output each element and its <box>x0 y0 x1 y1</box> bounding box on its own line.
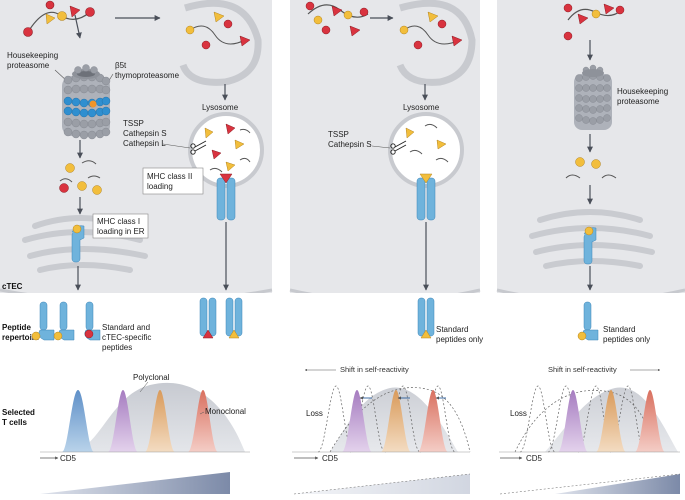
proteasome-barrel-1 <box>62 64 111 140</box>
label-shift-3: Shift in self-reactivity <box>548 365 617 374</box>
label-box-mhc1 <box>92 213 149 239</box>
label-housekeeping-proteasome: Housekeeping proteasome <box>7 51 60 70</box>
label-polyclonal: Polyclonal <box>133 373 170 382</box>
curve-blue <box>62 390 94 452</box>
label-monoclonal: Monoclonal <box>205 407 246 416</box>
label-mhc1-loading: MHC class I loading in ER <box>97 217 145 236</box>
protein-chain-1 <box>23 0 95 37</box>
panel-3: Housekeeping proteasome S <box>529 3 670 344</box>
mhc-class-2-lysosome-2 <box>416 173 436 221</box>
protein-chain-2 <box>305 1 369 37</box>
label-ctec: cTEC <box>2 282 23 291</box>
mhc-class-2-lysosome <box>216 173 236 221</box>
panel-2: Lysosome TSSP Cathepsin S <box>305 0 483 344</box>
panel-3-surface-mhc <box>577 301 599 341</box>
label-peptide-repertoire: Peptide repertoire <box>2 323 40 342</box>
panel-1-surface-mhc <box>31 297 243 341</box>
autophagosome-1 <box>179 0 262 86</box>
mhc-class-1-er-3 <box>583 226 597 265</box>
tcell-distribution-1: Polyclonal Monoclonal CD5 <box>40 373 250 494</box>
label-proteases-1: TSSP Cathepsin S Cathepsin L <box>123 119 169 148</box>
tcell-distribution-3: Shift in self-reactivity Loss CD5 <box>499 365 681 495</box>
label-selected-t-cells: Selected T cells <box>2 408 37 427</box>
panel-3-background <box>497 0 685 312</box>
peptide-fragments-3 <box>565 157 617 179</box>
label-proteases-2: TSSP Cathepsin S <box>328 130 372 149</box>
label-loss-2: Loss <box>306 409 323 418</box>
scissors-icon <box>190 140 207 155</box>
label-shift-2: Shift in self-reactivity <box>340 365 409 374</box>
label-lysosome-1: Lysosome <box>202 103 239 112</box>
label-mhc2-loading: MHC class II loading <box>147 172 195 191</box>
panel-1: Housekeeping proteasome β5t thymoproteas… <box>7 0 264 291</box>
autophagosome-2 <box>396 0 476 86</box>
label-repertoire-3: Standard peptides only <box>603 325 650 344</box>
scissors-icon <box>390 140 407 155</box>
ramp-1 <box>40 472 230 494</box>
label-box-mhc2 <box>142 167 204 195</box>
arrow-to-proteasome <box>74 14 82 39</box>
lysosome-2 <box>388 112 464 188</box>
axis-label-cd5-1: CD5 <box>60 454 77 463</box>
protein-chain-3 <box>563 3 625 41</box>
proteasome-barrel-3 <box>574 64 612 130</box>
label-thymoproteasome: β5t thymoproteasome <box>115 61 180 80</box>
label-housekeeping-proteasome-3: Housekeeping proteasome <box>617 87 670 106</box>
tcell-distribution-2: Shift in self-reactivity Loss CD5 <box>292 365 471 495</box>
curve-orange <box>145 390 175 452</box>
label-loss-3: Loss <box>510 409 527 418</box>
axis-label-cd5-2: CD5 <box>322 454 339 463</box>
axis-label-cd5-3: CD5 <box>526 454 543 463</box>
label-lysosome-2: Lysosome <box>403 103 440 112</box>
label-repertoire-1: Standard and cTEC-specific peptides <box>102 323 154 352</box>
label-repertoire-2: Standard peptides only <box>436 325 483 344</box>
lysosome-1 <box>188 112 264 188</box>
mhc-class-1-er <box>71 224 85 263</box>
panel-2-surface-mhc <box>417 297 435 339</box>
ramp-3 <box>555 474 680 494</box>
curve-purple <box>108 390 138 452</box>
peptide-fragments-1 <box>59 160 102 195</box>
curve-red <box>188 390 218 452</box>
